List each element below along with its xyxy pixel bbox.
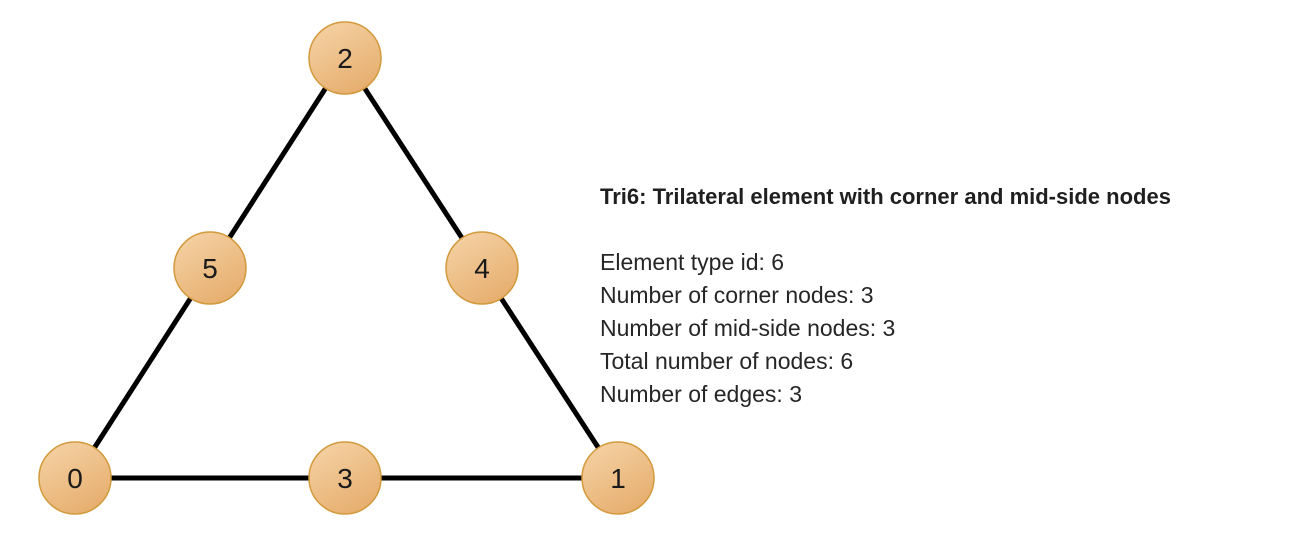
node-1-label: 1	[610, 463, 626, 494]
node-0: 0	[38, 441, 112, 515]
element-type-id-line: Element type id: 6	[600, 249, 785, 275]
node-5: 5	[173, 231, 247, 305]
node-4: 4	[445, 231, 519, 305]
node-4-circle	[445, 231, 519, 305]
node-2-circle	[308, 21, 382, 95]
node-0-label: 0	[67, 463, 83, 494]
corner-nodes-line: Number of corner nodes: 3	[600, 282, 874, 308]
mid-side-nodes-line: Number of mid-side nodes: 3	[600, 315, 896, 341]
node-3-circle	[308, 441, 382, 515]
node-4-label: 4	[474, 253, 490, 284]
node-2-label: 2	[337, 43, 353, 74]
element-info-panel: Tri6: Trilateral element with corner and…	[600, 182, 1260, 411]
node-1-circle	[581, 441, 655, 515]
node-0-circle	[38, 441, 112, 515]
total-nodes-line: Total number of nodes: 6	[600, 348, 854, 374]
node-5-circle	[173, 231, 247, 305]
node-5-label: 5	[202, 253, 218, 284]
node-1: 1	[581, 441, 655, 515]
edges-line: Number of edges: 3	[600, 381, 803, 407]
node-3-label: 3	[337, 463, 353, 494]
node-2: 2	[308, 21, 382, 95]
element-title: Tri6: Trilateral element with corner and…	[600, 184, 1171, 209]
node-3: 3	[308, 441, 382, 515]
